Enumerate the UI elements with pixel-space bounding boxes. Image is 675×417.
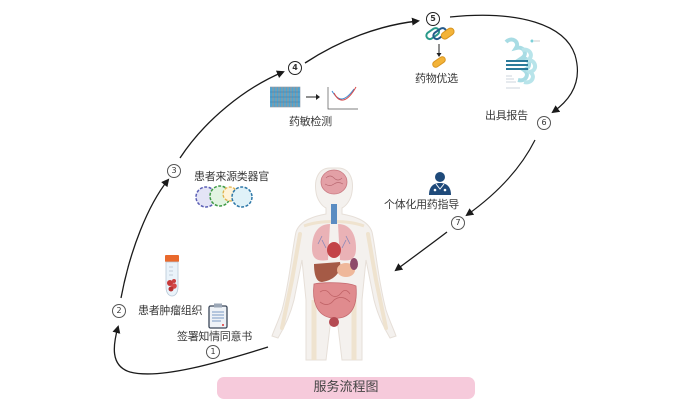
plate-to-curve-icon bbox=[270, 86, 358, 110]
test-tube-icon bbox=[165, 255, 179, 297]
step-1-label: 签署知情同意书 bbox=[177, 330, 252, 343]
step-6-marker: 6 bbox=[537, 116, 551, 130]
arrow-1-to-2 bbox=[112, 325, 269, 375]
arrow-6-to-7 bbox=[465, 139, 536, 217]
step-6-label: 出具报告 bbox=[485, 109, 528, 122]
arrow-3-to-4 bbox=[179, 70, 285, 159]
arrow-7-to-body bbox=[394, 231, 448, 272]
doctor-icon bbox=[429, 172, 451, 195]
report-icon bbox=[500, 36, 544, 94]
step-5-marker: 5 bbox=[426, 12, 440, 26]
step-3-marker: 3 bbox=[167, 164, 181, 178]
arrow-5-to-6 bbox=[449, 14, 579, 114]
step-4-label: 药敏检测 bbox=[289, 115, 332, 128]
step-7-marker: 7 bbox=[451, 216, 465, 230]
arrow-4-to-5 bbox=[304, 17, 420, 64]
arrow-2-to-3 bbox=[120, 178, 170, 299]
step-3-label: 患者来源类器官 bbox=[194, 170, 269, 183]
human-body-icon bbox=[271, 167, 397, 361]
pills-icon bbox=[425, 27, 455, 68]
step-7-label: 个体化用药指导 bbox=[384, 198, 459, 211]
step-1-marker: 1 bbox=[206, 345, 220, 359]
organoid-icon bbox=[195, 185, 253, 208]
step-2-marker: 2 bbox=[112, 304, 126, 318]
step-5-label: 药物优选 bbox=[415, 72, 458, 85]
step-2-label: 患者肿瘤组织 bbox=[138, 304, 203, 317]
clipboard-icon bbox=[208, 303, 228, 329]
diagram-title: 服务流程图 bbox=[217, 377, 475, 399]
step-4-marker: 4 bbox=[288, 61, 302, 75]
